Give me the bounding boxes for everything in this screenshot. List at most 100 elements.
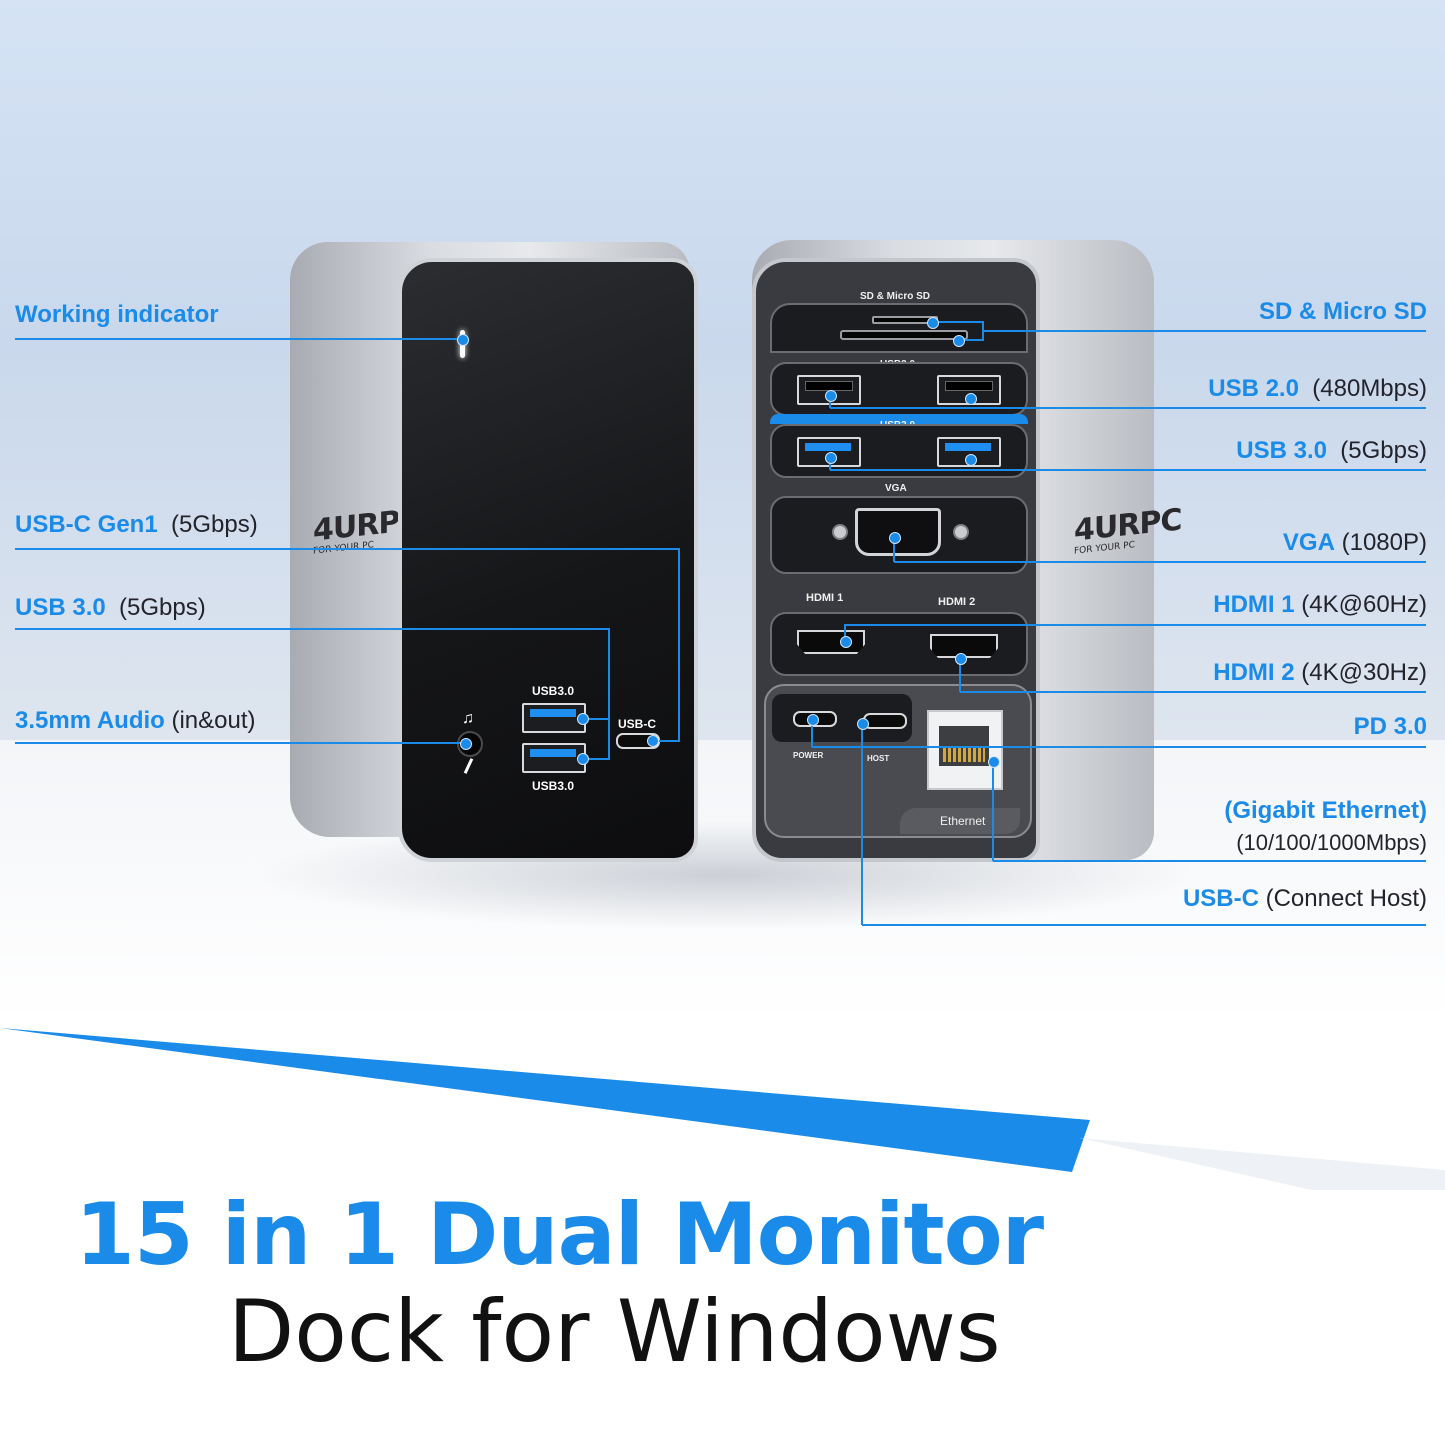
callout-hdmi1: HDMI 1 (4K@60Hz): [1213, 591, 1427, 619]
callout-audio-line: [15, 742, 467, 744]
callout-usbc-host-dot: [857, 718, 869, 730]
headline-line1: 15 in 1 Dual Monitor: [75, 1185, 1044, 1285]
ethernet-label-plate: [900, 808, 1020, 834]
ethernet-port-label: Ethernet: [940, 814, 986, 828]
callout-audio-dot: [460, 738, 472, 750]
callout-sd: SD & Micro SD: [1259, 298, 1427, 326]
callout-back-usb3-dot-left: [825, 452, 837, 464]
sd-section: [770, 303, 1028, 353]
callout-front-usb3-title: USB 3.0: [15, 594, 106, 621]
callout-vga-title: VGA: [1282, 529, 1335, 556]
callout-sd-line: [983, 330, 1426, 332]
sd-section-label: SD & Micro SD: [860, 291, 931, 302]
callout-sd-stub-bottom: [958, 339, 984, 341]
callout-usb2-dot-left: [825, 390, 837, 402]
callout-usbc-gen1-drop: [678, 548, 680, 741]
callout-vga-detail: (1080P): [1341, 529, 1427, 556]
back-usb2-port-right[interactable]: [937, 375, 1001, 405]
hdmi1-port[interactable]: [797, 630, 865, 654]
callout-pd-title: PD 3.0: [1353, 713, 1427, 740]
callout-vga-dot: [889, 532, 901, 544]
callout-sd-dot-bottom: [953, 335, 965, 347]
callout-back-usb3-dot-right: [965, 454, 977, 466]
callout-hdmi2-drop: [959, 657, 961, 692]
callout-sd-bracket: [982, 321, 984, 340]
callout-back-usb3-line: [830, 469, 1426, 471]
callout-usbc-host-detail: (Connect Host): [1265, 885, 1427, 912]
callout-front-usb3-drop: [608, 628, 610, 759]
callout-working-indicator-title: Working indicator: [15, 301, 219, 328]
callout-usbc-host-line: [862, 924, 1426, 926]
callout-front-usb3-dot-bottom: [577, 753, 589, 765]
vga-screw-right: [953, 524, 969, 540]
callout-ethernet-title: (Gigabit Ethernet): [1224, 797, 1427, 824]
callout-usbc-host-drop: [861, 722, 863, 925]
callout-hdmi1-line: [845, 624, 1426, 626]
callout-working-indicator-dot: [457, 334, 469, 346]
accent-stripe: [0, 1028, 1445, 1190]
callout-usb2: USB 2.0 (480Mbps): [1208, 375, 1427, 403]
callout-vga: VGA (1080P): [1283, 529, 1427, 557]
callout-front-usb3-line: [15, 628, 610, 630]
callout-vga-drop: [893, 536, 895, 562]
callout-working-indicator-line: [15, 338, 465, 340]
callout-front-usb3-detail: (5Gbps): [119, 594, 206, 621]
usb3-section-highlight: [770, 414, 1028, 424]
callout-pd: PD 3.0: [1354, 713, 1427, 741]
callout-usb2-detail: (480Mbps): [1312, 375, 1427, 402]
vga-section-label: VGA: [885, 483, 907, 494]
usbc-host-port[interactable]: [863, 713, 907, 729]
callout-hdmi2-dot: [955, 653, 967, 665]
front-usb3-port-top[interactable]: [522, 703, 586, 733]
callout-vga-line: [894, 561, 1426, 563]
callout-back-usb3-detail: (5Gbps): [1340, 437, 1427, 464]
callout-audio-detail: (in&out): [171, 707, 256, 734]
callout-hdmi1-dot: [840, 636, 852, 648]
callout-hdmi2-detail: (4K@30Hz): [1301, 659, 1427, 686]
callout-ethernet-dot: [988, 756, 1000, 768]
hdmi1-section-label: HDMI 1: [806, 592, 844, 604]
callout-hdmi2: HDMI 2 (4K@30Hz): [1213, 659, 1427, 687]
callout-ethernet-drop: [992, 760, 994, 861]
callout-ethernet: (Gigabit Ethernet): [1224, 797, 1427, 825]
callout-usbc-host: USB-C (Connect Host): [1183, 885, 1427, 913]
callout-usbc-gen1: USB-C Gen1 (5Gbps): [15, 511, 258, 539]
callout-usbc-gen1-title: USB-C Gen1: [15, 511, 158, 538]
callout-ethernet-detail-row: (10/100/1000Mbps): [1236, 829, 1427, 857]
callout-usbc-gen1-dot: [647, 735, 659, 747]
callout-hdmi1-drop: [844, 624, 846, 642]
callout-back-usb3: USB 3.0 (5Gbps): [1236, 437, 1427, 465]
audio-jack-icon: ♫: [462, 710, 474, 727]
callout-pd-dot: [807, 714, 819, 726]
front-usb-bottom-label: USB3.0: [532, 779, 575, 793]
callout-pd-drop: [811, 718, 813, 747]
host-port-label: HOST: [867, 754, 890, 763]
background-upper: [0, 0, 1445, 760]
vga-screw-left: [832, 524, 848, 540]
power-port-label: POWER: [793, 751, 824, 760]
callout-pd-line: [812, 746, 1426, 748]
callout-sd-title: SD & Micro SD: [1258, 298, 1427, 325]
callout-hdmi1-detail: (4K@60Hz): [1301, 591, 1427, 618]
callout-hdmi2-line: [960, 691, 1426, 693]
callout-front-usb3: USB 3.0 (5Gbps): [15, 594, 206, 622]
callout-working-indicator: Working indicator: [15, 301, 219, 329]
callout-usbc-gen1-line: [15, 548, 680, 550]
sd-card-slot[interactable]: [840, 330, 968, 340]
callout-usbc-gen1-detail: (5Gbps): [171, 511, 258, 538]
callout-hdmi1-title: HDMI 1: [1213, 591, 1295, 618]
callout-front-usb3-stub-top: [582, 718, 610, 720]
callout-ethernet-line: [993, 860, 1426, 862]
callout-sd-stub-top: [930, 321, 984, 323]
callout-back-usb3-title: USB 3.0: [1236, 437, 1327, 464]
callout-audio: 3.5mm Audio (in&out): [15, 707, 256, 735]
callout-hdmi2-title: HDMI 2: [1213, 659, 1295, 686]
callout-sd-dot-top: [927, 317, 939, 329]
callout-audio-title: 3.5mm Audio: [15, 707, 165, 734]
callout-usbc-host-title: USB-C: [1182, 885, 1259, 912]
callout-ethernet-detail: (10/100/1000Mbps): [1236, 830, 1427, 855]
callout-front-usb3-dot-top: [577, 713, 589, 725]
headline-line2: Dock for Windows: [228, 1282, 1001, 1382]
callout-usb2-line: [830, 407, 1426, 409]
